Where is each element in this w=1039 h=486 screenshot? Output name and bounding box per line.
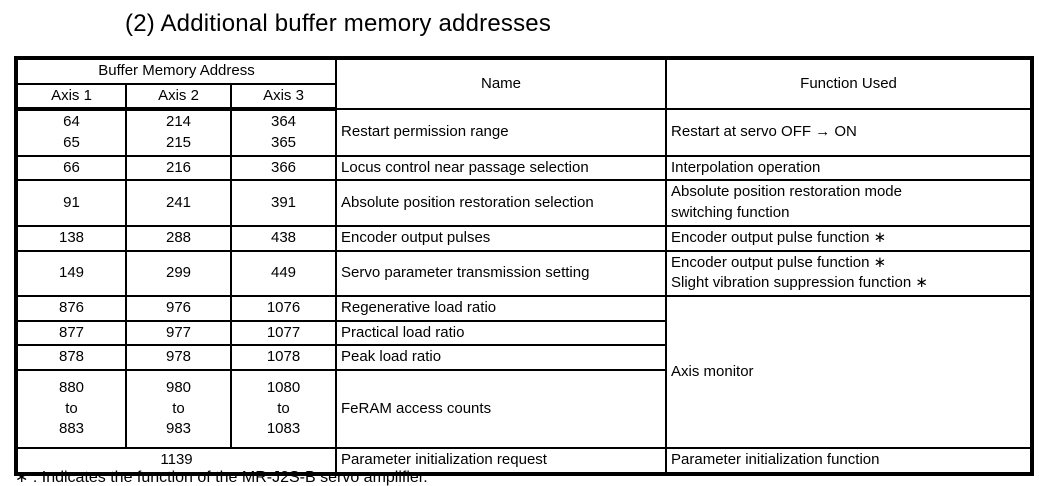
function-cell: Encoder output pulse function ∗ Slight v… (665, 249, 1034, 297)
header-row-top: Buffer Memory Address Name Function Used (14, 56, 1034, 111)
name-cell: Restart permission range (335, 108, 668, 157)
name-cell: Parameter initialization request (335, 446, 668, 475)
axis3-address: 449 (229, 249, 338, 297)
table-row: 876 976 1076 Regenerative load ratio Axi… (15, 294, 1034, 449)
col-header-function-used: Function Used (665, 56, 1034, 111)
axis1-address: 877 (15, 319, 127, 347)
axis3-address: 391 (229, 179, 338, 227)
name-cell: Encoder output pulses (335, 224, 668, 252)
axis3-address: 1077 (229, 319, 338, 347)
axis3-address: 1078 (229, 344, 338, 371)
axis3-address: 1080 to 1083 (229, 368, 338, 449)
function-cell: Restart at servo OFF → ON (665, 108, 1034, 157)
axis2-address: 976 (125, 294, 232, 322)
axis2-address: 977 (125, 319, 232, 347)
table-row: 880 to 883 980 to 983 1080 to 1083 FeRAM… (15, 368, 1032, 449)
axis3-address: 366 (229, 154, 338, 182)
axis1-address: 876 (15, 294, 127, 322)
name-cell: Peak load ratio (335, 344, 668, 371)
table-row: 877 977 1077 Practical load ratio (15, 319, 1032, 347)
shared-address: 1139 (14, 446, 338, 475)
name-cell: Servo parameter transmission setting (335, 249, 668, 297)
function-cell: Parameter initialization function (665, 446, 1034, 475)
col-header-axis3: Axis 3 (229, 82, 338, 112)
axis2-address: 299 (125, 249, 232, 297)
axis1-address: 66 (15, 154, 127, 182)
axis1-address: 91 (15, 179, 127, 227)
name-cell: Practical load ratio (335, 319, 668, 347)
table-row: 149 299 449 Servo parameter transmission… (15, 249, 1034, 297)
axis1-address: 149 (15, 249, 127, 297)
table-row: 1139 Parameter initialization request Pa… (14, 446, 1034, 475)
axis2-address: 980 to 983 (125, 368, 232, 449)
axis3-address: 364 365 (229, 108, 338, 157)
name-cell: Regenerative load ratio (335, 294, 668, 322)
table-row: 66 216 366 Locus control near passage se… (15, 154, 1034, 182)
axis2-address: 241 (125, 179, 232, 227)
table-row: 878 978 1078 Peak load ratio (15, 344, 1032, 371)
name-cell: Locus control near passage selection (335, 154, 668, 182)
axis1-address: 64 65 (15, 108, 127, 157)
name-cell: FeRAM access counts (335, 368, 668, 449)
function-cell-axis-monitor: Axis monitor (665, 294, 1034, 449)
footnote: ∗ : Indicates the function of the MR-J2S… (15, 469, 428, 486)
axis2-address: 288 (125, 224, 232, 252)
axis2-address: 978 (125, 344, 232, 371)
document-page: (2) Additional buffer memory addresses B… (0, 9, 1039, 486)
axis1-address: 880 to 883 (15, 368, 127, 449)
function-cell: Encoder output pulse function ∗ (665, 224, 1034, 252)
axis3-address: 438 (229, 224, 338, 252)
axis2-address: 214 215 (125, 108, 232, 157)
axis1-address: 878 (15, 344, 127, 371)
axis2-address: 216 (125, 154, 232, 182)
buffer-memory-table: Buffer Memory Address Name Function Used… (14, 56, 1035, 476)
axis1-address: 138 (15, 224, 127, 252)
table-row: 64 65 214 215 364 365 Restart permission… (15, 108, 1034, 157)
page-title: (2) Additional buffer memory addresses (125, 10, 552, 37)
axis3-address: 1076 (229, 294, 338, 322)
header-row-axes: Axis 1 Axis 2 Axis 3 (15, 82, 1032, 112)
col-header-name: Name (335, 56, 668, 111)
name-cell: Absolute position restoration selection (335, 179, 668, 227)
col-header-buffer-memory-address: Buffer Memory Address (14, 57, 338, 85)
table-row: 138 288 438 Encoder output pulses Encode… (15, 224, 1034, 252)
function-cell: Interpolation operation (665, 154, 1034, 182)
col-header-axis2: Axis 2 (125, 82, 232, 112)
table-row: 91 241 391 Absolute position restoration… (15, 179, 1034, 227)
col-header-axis1: Axis 1 (15, 82, 127, 112)
function-cell: Absolute position restoration mode switc… (665, 179, 1034, 227)
